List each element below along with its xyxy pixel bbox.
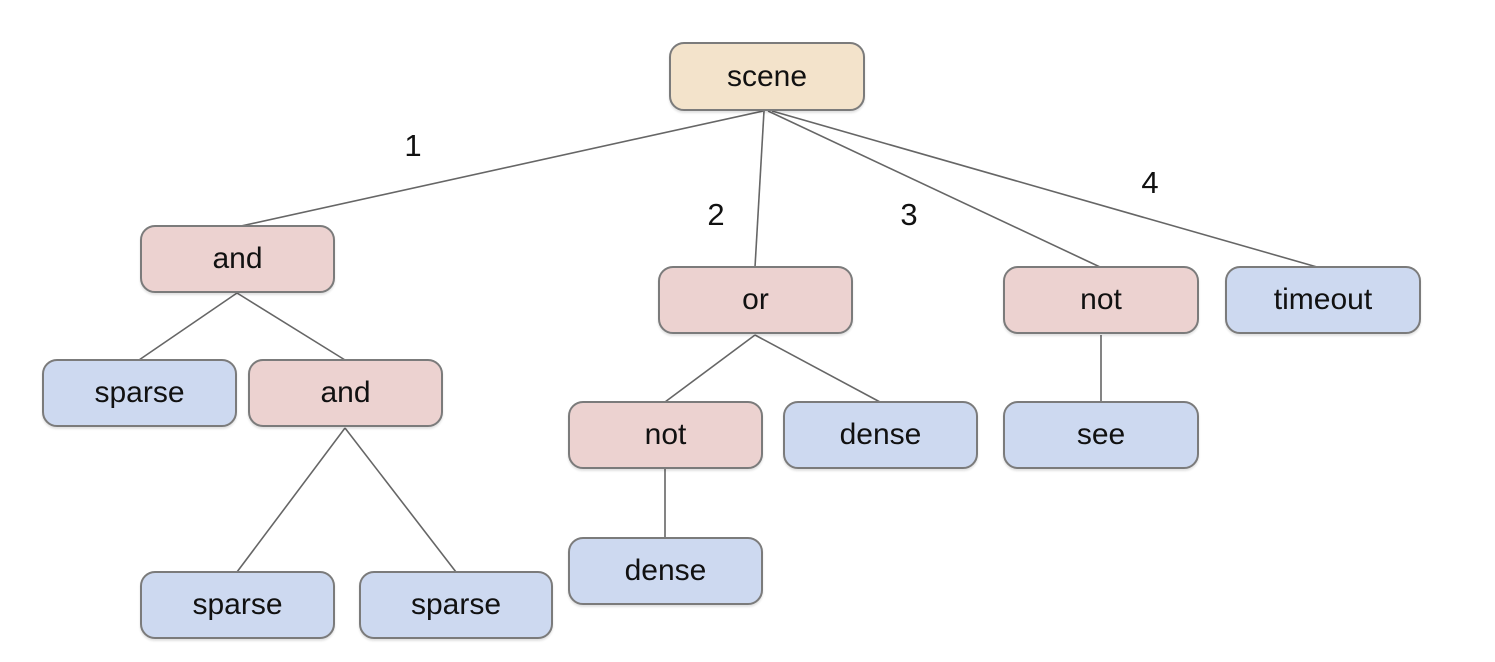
node-not-2-label: not bbox=[644, 418, 687, 451]
node-not-1: not bbox=[1003, 266, 1199, 334]
node-see: see bbox=[1003, 401, 1199, 469]
node-sparse-2-label: sparse bbox=[192, 588, 283, 621]
node-sparse-2: sparse bbox=[140, 571, 335, 639]
edge-scene-not bbox=[767, 110, 1101, 268]
edge-label-2: 2 bbox=[707, 197, 725, 232]
node-dense-1: dense bbox=[783, 401, 978, 469]
node-see-label: see bbox=[1076, 418, 1126, 451]
edge-label-3: 3 bbox=[900, 197, 918, 232]
edge-and-and bbox=[236, 292, 346, 361]
node-timeout-label: timeout bbox=[1273, 283, 1373, 316]
edge-label-4: 4 bbox=[1141, 165, 1159, 200]
edge-or-not2 bbox=[664, 334, 756, 403]
node-dense-2: dense bbox=[568, 537, 763, 605]
node-sparse-3: sparse bbox=[359, 571, 553, 639]
node-sparse-1-label: sparse bbox=[94, 376, 185, 409]
edge-or-dense bbox=[754, 334, 881, 403]
node-and-2-label: and bbox=[320, 376, 371, 409]
edge-scene-or bbox=[754, 110, 765, 268]
edge-label-1: 1 bbox=[404, 128, 422, 163]
node-timeout: timeout bbox=[1225, 266, 1421, 334]
node-sparse-1: sparse bbox=[42, 359, 237, 427]
edge-scene-and bbox=[240, 110, 764, 227]
edge-and2-sparse3 bbox=[344, 427, 457, 573]
edge-and2-sparse2 bbox=[236, 427, 346, 573]
node-and-1: and bbox=[140, 225, 335, 293]
node-scene: scene bbox=[669, 42, 865, 111]
node-dense-1-label: dense bbox=[839, 418, 922, 451]
edge-and-sparse bbox=[138, 292, 238, 361]
node-or: or bbox=[658, 266, 853, 334]
node-not-2: not bbox=[568, 401, 763, 469]
node-and-1-label: and bbox=[212, 242, 263, 275]
node-scene-label: scene bbox=[726, 59, 808, 93]
node-not-1-label: not bbox=[1080, 283, 1122, 316]
edge-scene-timeout bbox=[771, 110, 1318, 268]
node-and-2: and bbox=[248, 359, 443, 427]
node-sparse-3-label: sparse bbox=[410, 588, 502, 621]
node-dense-2-label: dense bbox=[624, 554, 707, 587]
node-or-label: or bbox=[742, 283, 769, 316]
